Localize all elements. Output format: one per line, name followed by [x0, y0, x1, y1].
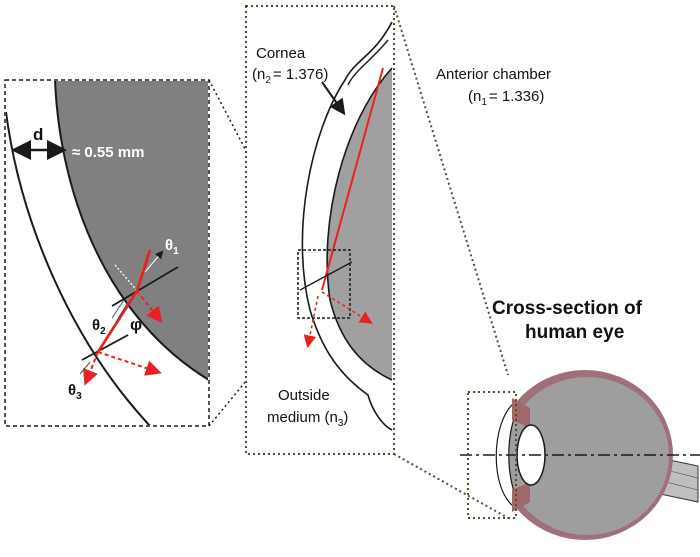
chamber-exit-ray	[303, 295, 319, 349]
cornea-panel: Cornea (n2= 1.376) Outside medium (n3)	[245, 5, 395, 455]
outer-tangent-line	[81, 334, 129, 361]
cornea-inner-edge	[326, 67, 393, 381]
theta3-angle-line	[79, 361, 91, 375]
inner-tangent-line	[111, 266, 179, 307]
inner-cornea-surface	[54, 81, 208, 381]
cross-section-title-2: human eye	[525, 322, 624, 343]
theta2-label: θ2	[92, 317, 106, 337]
outside-medium-label-2: medium (n3)	[267, 409, 348, 429]
vitreous-body	[505, 377, 669, 535]
cornea-index-label: (n2= 1.376)	[252, 66, 328, 86]
outside-medium-label-1: Outside	[278, 387, 330, 404]
theta3-label: θ3	[68, 382, 82, 402]
eye-illustration	[460, 370, 700, 540]
cornea-label: Cornea	[256, 45, 306, 62]
zoom-panel: d ≈ 0.55 mm θ1 θ2 φ θ3	[4, 79, 210, 427]
reflected-ray-outer	[97, 351, 162, 376]
anterior-index-label: (n1= 1.336)	[468, 88, 544, 108]
zoom-source-box	[297, 249, 351, 319]
cornea-top-detail	[347, 39, 389, 86]
thickness-label: ≈ 0.55 mm	[72, 144, 144, 161]
theta1-label: θ1	[165, 237, 179, 257]
incident-ray	[135, 249, 152, 292]
reflected-ray-inner	[136, 290, 163, 324]
chamber-tangent-line	[299, 261, 353, 291]
cornea-outer-edge	[301, 21, 393, 431]
cross-section-title-1: Cross-section of	[492, 298, 643, 319]
anterior-chamber-label: Anterior chamber	[436, 66, 551, 83]
theta2-angle-line-b	[115, 301, 129, 323]
d-label: d	[33, 125, 43, 144]
cornea-pointer	[321, 81, 346, 116]
eye-zoom-box	[467, 391, 517, 519]
theta1-angle-arrow	[144, 250, 164, 273]
anterior-chamber	[327, 68, 392, 380]
eye-connector-bottom	[393, 453, 509, 519]
theta2-angle-line-a	[111, 299, 125, 319]
phi-label: φ	[130, 315, 142, 334]
chamber-incident-ray	[321, 67, 384, 291]
anterior-chamber-region	[55, 81, 208, 380]
eye-connector-top	[393, 5, 509, 376]
refracted-ray	[96, 290, 139, 353]
exit-ray	[83, 351, 99, 386]
